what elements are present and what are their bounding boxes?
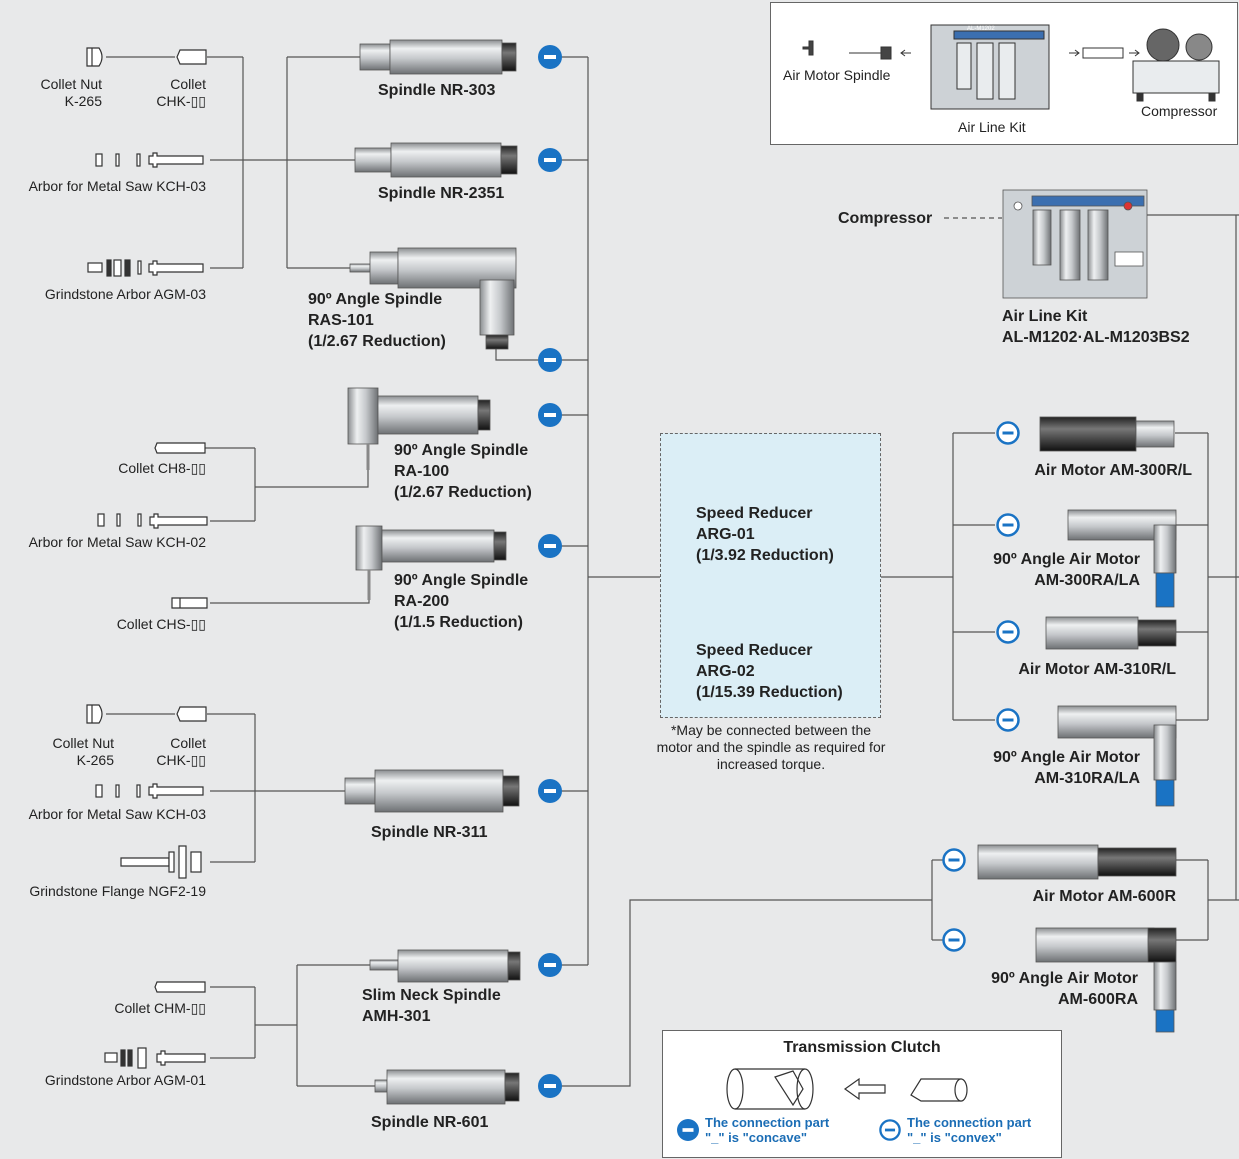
arbor-metal-saw-label: Arbor for Metal Saw KCH-03 [0, 178, 206, 195]
concave-coupling-icon [727, 1069, 813, 1109]
collet-chs-label: Collet CHS-▯▯ [0, 616, 206, 633]
arbor-metal-saw-kch02-label: Arbor for Metal Saw KCH-02 [0, 534, 206, 551]
convex-coupling-icon [911, 1079, 967, 1101]
motor-am310rl-label: Air Motor AM-310R/L [940, 659, 1176, 680]
grindstone-arbor-icon [88, 260, 203, 276]
transmission-clutch-legend: Transmission Clutch The connection part"… [662, 1030, 1062, 1158]
grindstone-flange-icon [121, 846, 201, 878]
collet-nut-icon [87, 705, 102, 723]
collet-icon [177, 50, 206, 64]
collet-icon [155, 982, 205, 992]
spindle-nr303-label: Spindle NR-303 [378, 80, 495, 101]
coupler-icon [881, 47, 891, 59]
spindle-nr311-label: Spindle NR-311 [371, 822, 487, 843]
motor-am300rl-image [1040, 417, 1174, 451]
spindle-nr2351-label: Spindle NR-2351 [378, 183, 504, 204]
grindstone-arbor-label: Grindstone Arbor AGM-03 [0, 286, 206, 303]
grindstone-arbor-icon [105, 1048, 205, 1068]
spindle-nr303-image [360, 40, 516, 74]
air-line-kit-label: Air Line Kit [958, 119, 1026, 136]
collet-icon [172, 598, 207, 608]
spindle-amh301-image [370, 950, 520, 982]
compressor-connection-label: Compressor [838, 208, 932, 229]
arbor-metal-saw-icon [96, 784, 203, 798]
arbor-metal-saw-label-2: Arbor for Metal Saw KCH-03 [0, 806, 206, 823]
motor-am600r-image [978, 845, 1176, 879]
collet-chm-label: Collet CHM-▯▯ [0, 1000, 206, 1017]
compressor-mini-icon [1133, 29, 1219, 101]
spindle-nr601-label: Spindle NR-601 [371, 1112, 488, 1133]
convex-label: The connection part"_" is "convex" [907, 1115, 1031, 1145]
concave-label: The connection part"_" is "concave" [705, 1115, 829, 1145]
air-motor-spindle-label: Air Motor Spindle [783, 67, 890, 84]
collet-ch8-label: Collet CH8-▯▯ [0, 460, 206, 477]
arbor-metal-saw-icon [98, 514, 207, 528]
motor-am600r-label: Air Motor AM-600R [940, 886, 1176, 907]
spindle-nr2351-image [355, 143, 517, 177]
compressor-label: Compressor [1141, 103, 1217, 120]
motor-am310rl-image [1046, 617, 1176, 649]
collet-icon [177, 707, 206, 721]
hose-icon [1083, 48, 1123, 58]
collet-nut-icon [87, 48, 102, 66]
motor-am300rl-label: Air Motor AM-300R/L [940, 460, 1192, 481]
air-supply-overview: AL-M1202 Air Motor Spindle Air Line Kit … [770, 2, 1238, 145]
collet-icon [155, 443, 205, 453]
grindstone-flange-label: Grindstone Flange NGF2-19 [0, 883, 206, 900]
reducer-note: *May be connected between the motor and … [652, 722, 890, 773]
kit-plate-label: AL-M1202 [967, 26, 995, 32]
spindle-nr311-image [345, 770, 519, 812]
spindle-mini-icon [803, 41, 813, 55]
arbor-metal-saw-icon [96, 153, 203, 167]
grindstone-arbor-agm01-label: Grindstone Arbor AGM-01 [0, 1072, 206, 1089]
air-line-kit-image [1003, 190, 1147, 298]
arrow-left-icon [845, 1079, 885, 1099]
spindle-nr601-image [375, 1070, 519, 1104]
